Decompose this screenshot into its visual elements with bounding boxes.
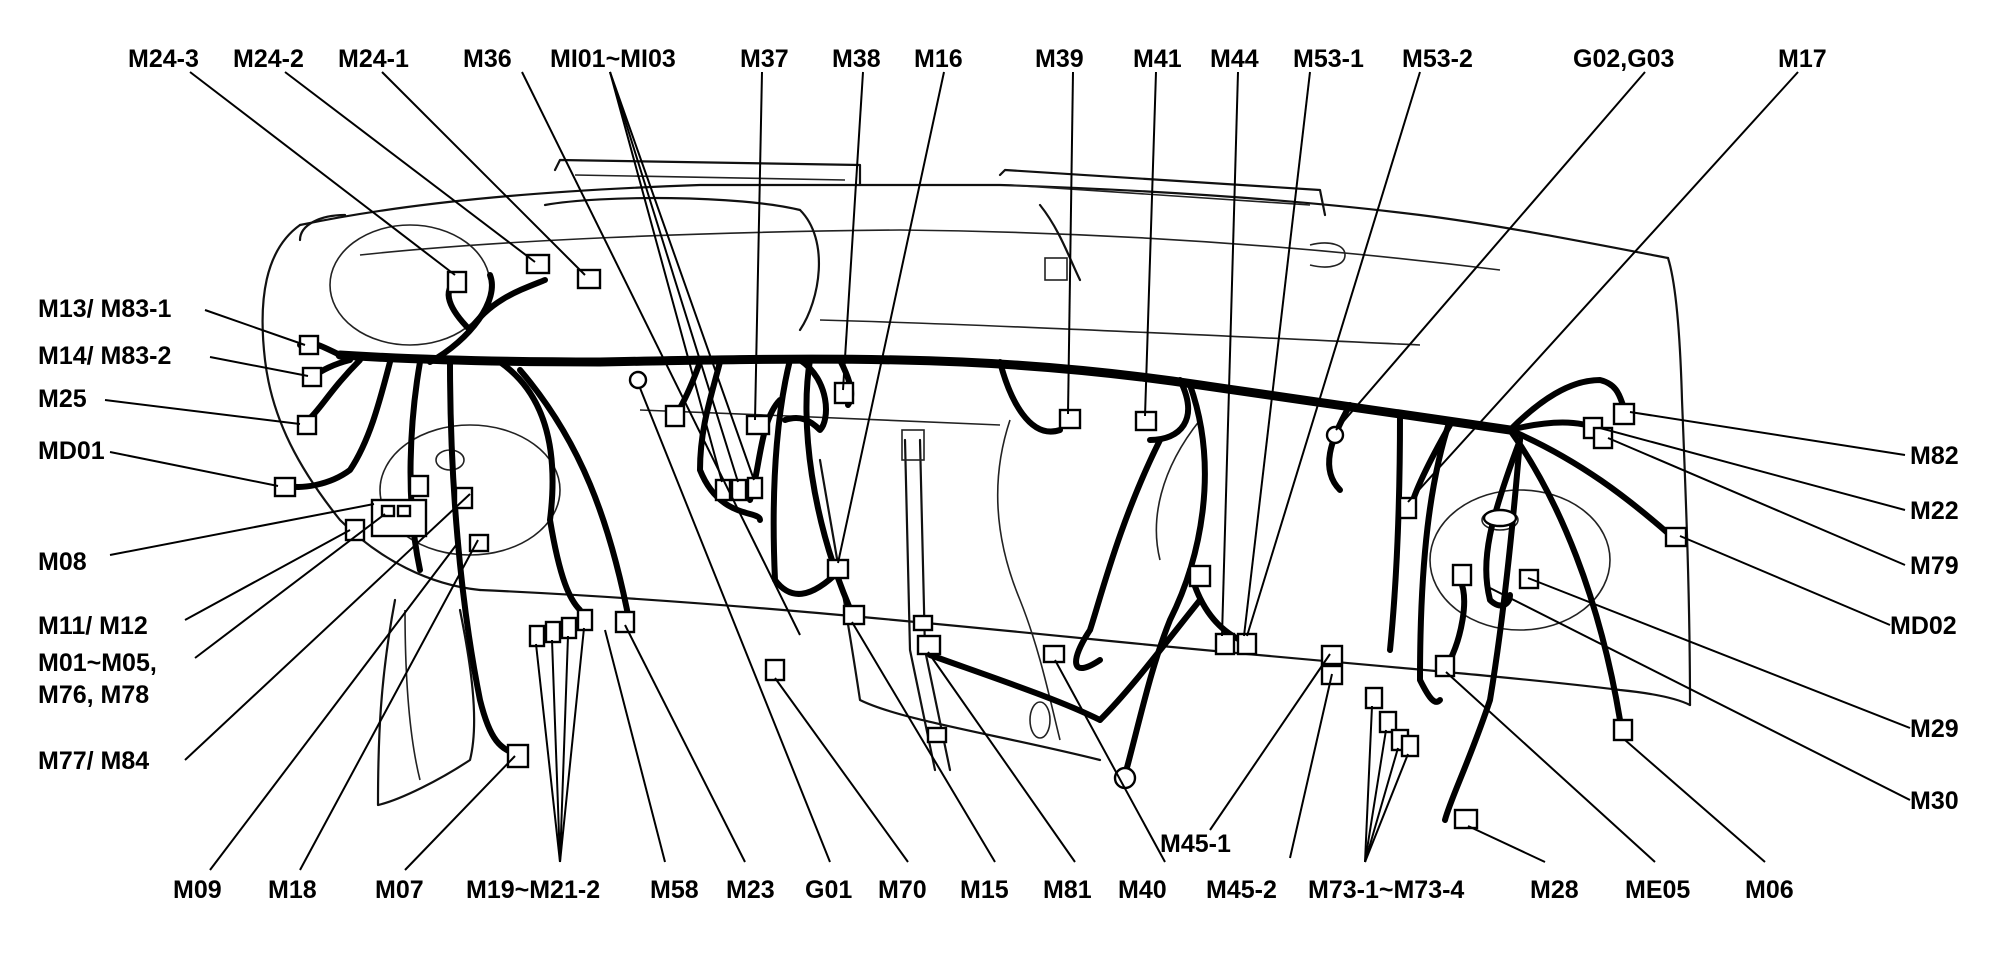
connector [842, 604, 866, 626]
connector [301, 366, 323, 388]
connector [1398, 496, 1418, 520]
label-m22: M22 [1910, 497, 1959, 525]
label-m70: M70 [878, 876, 927, 904]
connector [1400, 734, 1420, 758]
connector [446, 270, 468, 294]
connector [764, 658, 786, 682]
connector [926, 726, 948, 744]
connector [1612, 402, 1636, 426]
leader-lines [104, 71, 1911, 871]
label-m45-1: M45-1 [1160, 830, 1231, 858]
connector [746, 476, 764, 500]
label-m16: M16 [914, 45, 963, 73]
connector [1188, 564, 1212, 588]
connector [506, 743, 530, 769]
label-m79: M79 [1910, 552, 1959, 580]
grommet [1482, 508, 1518, 528]
label-m58: M58 [650, 876, 699, 904]
connector [1058, 408, 1082, 430]
label-m82: M82 [1910, 442, 1959, 470]
label-m17: M17 [1778, 45, 1827, 73]
label-mi01-mi03: MI01~MI03 [550, 45, 676, 73]
label-m81: M81 [1043, 876, 1092, 904]
connector [1214, 632, 1236, 656]
connector [1612, 718, 1634, 742]
label-m11-m12: M11/ M12 [38, 612, 148, 640]
main-harness [282, 272, 1673, 823]
label-g01: G01 [805, 876, 852, 904]
ground-point [1325, 425, 1345, 445]
label-m15: M15 [960, 876, 1009, 904]
connector [1378, 710, 1398, 734]
label-m76-m78: M76, M78 [38, 681, 149, 709]
label-m53-2: M53-2 [1402, 45, 1473, 73]
label-m23: M23 [726, 876, 775, 904]
connector [916, 634, 942, 656]
connector [296, 414, 318, 436]
connector [1451, 563, 1473, 587]
label-m14-m83-2: M14/ M83-2 [38, 342, 171, 370]
connector [396, 504, 412, 518]
connector [730, 478, 748, 502]
label-m53-1: M53-1 [1293, 45, 1364, 73]
label-m39: M39 [1035, 45, 1084, 73]
connector [912, 614, 934, 632]
connectors [273, 253, 1688, 830]
label-m41: M41 [1133, 45, 1182, 73]
connector [745, 414, 771, 436]
label-m24-3: M24-3 [128, 45, 199, 73]
label-m73-1-m73-4: M73-1~M73-4 [1308, 876, 1464, 904]
label-m38: M38 [832, 45, 881, 73]
connector [1453, 808, 1479, 830]
label-m07: M07 [375, 876, 424, 904]
ground-point [1113, 766, 1137, 790]
label-m77-m84: M77/ M84 [38, 747, 149, 775]
connector [576, 608, 594, 632]
connector [1364, 686, 1384, 710]
label-m18: M18 [268, 876, 317, 904]
label-m29: M29 [1910, 715, 1959, 743]
connector [1236, 632, 1258, 656]
label-m06: M06 [1745, 876, 1794, 904]
connector [614, 610, 636, 634]
connector [1664, 526, 1688, 548]
label-m19-m21-2: M19~M21-2 [466, 876, 600, 904]
label-md02: MD02 [1890, 612, 1957, 640]
label-m08: M08 [38, 548, 87, 576]
label-me05: ME05 [1625, 876, 1690, 904]
label-m24-1: M24-1 [338, 45, 409, 73]
connector [408, 474, 430, 498]
label-m01-m05: M01~M05, [38, 649, 157, 677]
label-m24-2: M24-2 [233, 45, 304, 73]
connector [1434, 654, 1456, 678]
ground-point [628, 370, 648, 390]
connector [1042, 644, 1066, 664]
label-m45-2: M45-2 [1206, 876, 1277, 904]
label-g02-g03: G02,G03 [1573, 45, 1674, 73]
connector [528, 624, 546, 648]
connector [273, 476, 297, 498]
label-m44: M44 [1210, 45, 1259, 73]
label-m13-m83-1: M13/ M83-1 [38, 295, 171, 323]
label-m37: M37 [740, 45, 789, 73]
connector [298, 334, 320, 356]
label-m28: M28 [1530, 876, 1579, 904]
labels: M24-3 M24-2 M24-1 M36 MI01~MI03 M37 M38 … [38, 45, 1959, 904]
label-m40: M40 [1118, 876, 1167, 904]
label-md01: MD01 [38, 437, 105, 465]
label-m30: M30 [1910, 787, 1959, 815]
connector [664, 404, 686, 428]
label-m36: M36 [463, 45, 512, 73]
label-m25: M25 [38, 385, 87, 413]
label-m09: M09 [173, 876, 222, 904]
connector [380, 504, 396, 518]
connector [544, 620, 562, 644]
instrument-panel-outline [261, 158, 1692, 807]
connector [560, 616, 578, 640]
